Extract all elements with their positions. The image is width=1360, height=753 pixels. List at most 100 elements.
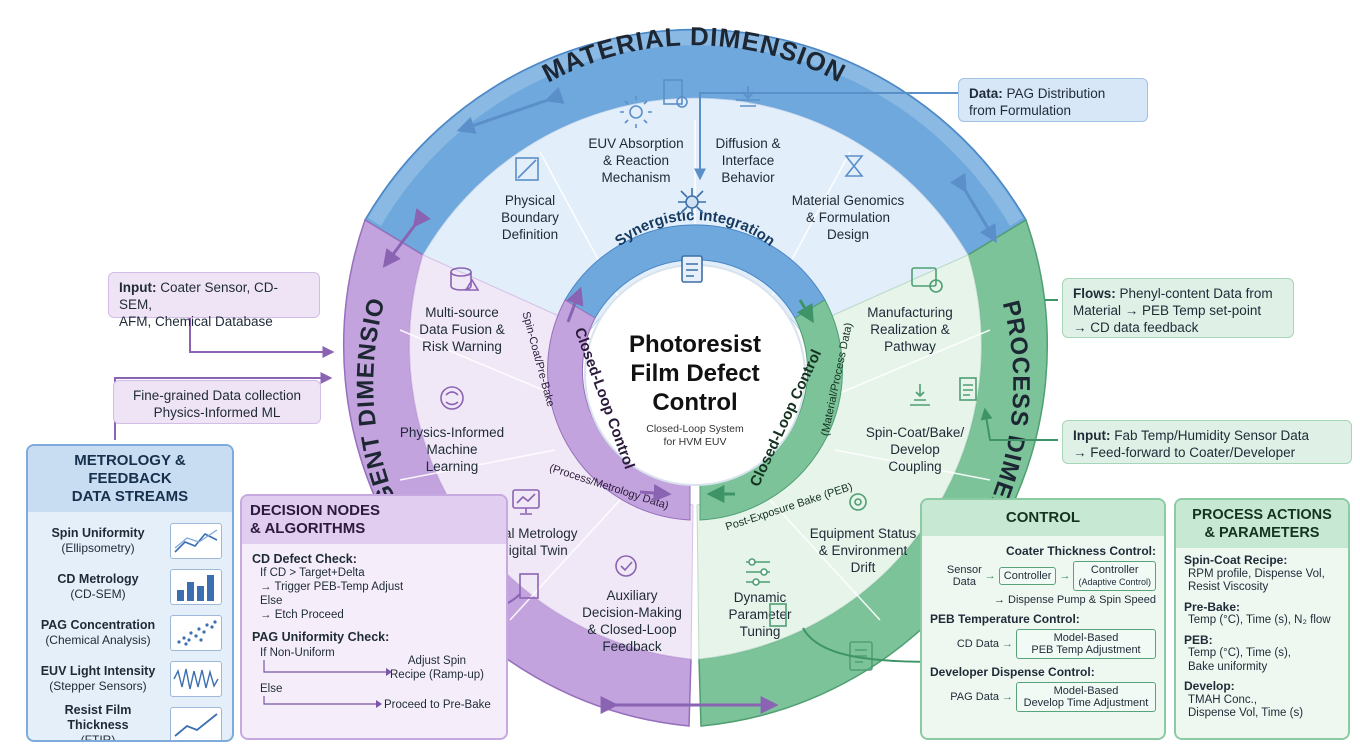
- material-icons: [515, 79, 864, 181]
- metrology-item-name: Spin Uniformity: [51, 526, 145, 540]
- process-segment-4-l3: Tuning: [740, 624, 781, 639]
- process-segments: Manufacturing Realization & Pathway Spin…: [728, 305, 964, 639]
- metrology-item-label: Spin Uniformity(Ellipsometry): [38, 526, 158, 556]
- material-segment-3-l1: Diffusion &: [715, 136, 780, 151]
- process-segment-2-l1: Spin-Coat/Bake/: [866, 425, 965, 440]
- develop-l1: TMAH Conc.,: [1188, 693, 1258, 706]
- flow-arrow-icon: →: [1002, 638, 1013, 650]
- peb-l1: Temp (°C), Time (s),: [1188, 647, 1291, 659]
- intelligent-icons: [440, 267, 637, 633]
- inner-right-arrow: [796, 299, 814, 324]
- flow-arrow-icon: →: [1002, 691, 1013, 703]
- process-segment-2-l2: Develop: [890, 442, 940, 457]
- actions-body: Spin-Coat Recipe: RPM profile, Dispense …: [1176, 553, 1348, 721]
- inner-left-arrow: [566, 286, 584, 323]
- actions-title-l1: PROCESS ACTIONS: [1192, 507, 1332, 523]
- spin-coat-icon: [910, 384, 930, 406]
- cd-rule-4: → Etch Proceed: [260, 609, 344, 621]
- synergy-icons: [678, 188, 706, 283]
- intelligent-segment-4-l4: Feedback: [602, 639, 662, 654]
- metrology-item-src: (Stepper Sensors): [49, 679, 147, 693]
- fab-callout-l2: → Feed-forward to Coater/Developer: [1073, 445, 1296, 460]
- factory-icon: [911, 267, 937, 287]
- material-segment-1-l2: Boundary: [501, 210, 559, 225]
- process-segment-3-l3: Drift: [851, 560, 876, 575]
- decision-body: CD Defect Check: If CD > Target+Delta → …: [242, 544, 506, 711]
- center-title-l3: Control: [652, 389, 737, 416]
- right-loop-band: [699, 299, 843, 521]
- fab-input-callout: Input: Fab Temp/Humidity Sensor Data → F…: [1062, 420, 1352, 464]
- process-icons: [746, 267, 977, 671]
- spin-recipe-l1: RPM profile, Dispense Vol,: [1188, 567, 1325, 580]
- material-segment-3-l2: Interface: [722, 153, 775, 168]
- fab-callout-label: Input:: [1073, 428, 1111, 443]
- process-segment-2-l3: Coupling: [888, 459, 941, 474]
- coater-control-title: Coater Thickness Control:: [1005, 544, 1156, 558]
- metrology-item-src: (Ellipsometry): [61, 541, 135, 555]
- intelligent-segment-2-l3: Learning: [426, 459, 479, 474]
- metrology-item: CD Metrology(CD-SEM): [38, 564, 222, 610]
- peb-box-l1: Model-Based: [1053, 632, 1119, 644]
- pag-callout-label: Data:: [969, 86, 1003, 101]
- sensor-data-l2: Data: [952, 576, 976, 588]
- control-panel: CONTROL Coater Thickness Control: Sensor…: [920, 498, 1166, 740]
- peb-title: PEB:: [1184, 632, 1213, 647]
- center-subtitle-l1: Closed-Loop System: [646, 423, 744, 435]
- material-segment-2-l2: & Reaction: [603, 153, 669, 168]
- control-doc-lines: [855, 649, 867, 663]
- coater-input-callout: Input: Coater Sensor, CD-SEM, AFM, Chemi…: [108, 272, 320, 329]
- intelligent-segment-4-l2: Decision-Making: [582, 605, 682, 620]
- peb-box-l2: PEB Temp Adjustment: [1031, 644, 1141, 656]
- pag-if: If Non-Uniform: [260, 647, 335, 659]
- flow-arrow-icon: →: [1059, 570, 1071, 582]
- flows-callout-label: Flows:: [1073, 286, 1116, 301]
- decision-panel: DECISION NODES & ALGORITHMS CD Defect Ch…: [240, 494, 508, 740]
- flows-callout: Flows: Phenyl-content Data from Material…: [1062, 278, 1294, 338]
- metrology-item-label: CD Metrology(CD-SEM): [38, 572, 158, 602]
- tuning-doc-icon: [769, 603, 787, 627]
- gear-icon-core: [854, 498, 862, 506]
- metrology-item-name: Resist Film Thickness: [64, 702, 132, 732]
- database-icon-body: [450, 272, 472, 291]
- dev-box-l2: Develop Time Adjustment: [1023, 697, 1149, 709]
- adaptive-controller-box: Controller(Adaptive Control): [1073, 561, 1156, 591]
- brain-icon-folds: [445, 391, 459, 406]
- pag-connector: [694, 92, 960, 181]
- process-actions-panel: PROCESS ACTIONS & PARAMETERS Spin-Coat R…: [1174, 498, 1350, 740]
- dev-box-l1: Model-Based: [1053, 685, 1119, 697]
- ring-arrows: [382, 86, 997, 714]
- adaptive-controller-l2: (Adaptive Control): [1078, 577, 1151, 587]
- intelligent-segment-1-l1: Multi-source: [425, 305, 499, 320]
- material-segment-1-l1: Physical: [505, 193, 555, 208]
- slider-knob-1: [748, 558, 756, 566]
- spin-recipe-l2: Resist Viscosity: [1188, 581, 1269, 593]
- process-segment-4-l2: Parameter: [728, 607, 792, 622]
- metrology-list: Spin Uniformity(Ellipsometry) CD Metrolo…: [28, 512, 232, 740]
- dispense-line: → Dispense Pump & Spin Speed: [993, 594, 1156, 606]
- left-loop-band: [547, 299, 691, 521]
- pag-if-arrow: [263, 660, 392, 676]
- process-segment-3-l2: & Environment: [819, 543, 908, 558]
- gear-small-icon: [929, 279, 943, 293]
- diffusion-icon: [736, 86, 760, 107]
- fab-connector: [980, 407, 1058, 441]
- metrology-item: Spin Uniformity(Ellipsometry): [38, 518, 222, 564]
- decision-title-l1: DECISION NODES: [250, 502, 381, 519]
- line-chart-icon: [170, 523, 222, 559]
- spin-recipe-title: Spin-Coat Recipe:: [1184, 553, 1288, 567]
- pag-check-title: PAG Uniformity Check:: [252, 630, 390, 644]
- pag-distribution-callout: Data: PAG Distribution from Formulation: [958, 78, 1148, 122]
- scatter-icon: [170, 615, 222, 651]
- metrology-panel: METROLOGY & FEEDBACK DATA STREAMS Spin U…: [26, 444, 234, 742]
- synergy-doc-lines: [686, 263, 698, 277]
- material-segment-1-l3: Definition: [502, 227, 558, 242]
- monitor-icon-stand: [520, 508, 532, 515]
- boundary-icon-diag: [517, 159, 537, 179]
- process-segment-1-l3: Pathway: [884, 339, 936, 354]
- pag-then-l1: Adjust Spin: [407, 655, 467, 667]
